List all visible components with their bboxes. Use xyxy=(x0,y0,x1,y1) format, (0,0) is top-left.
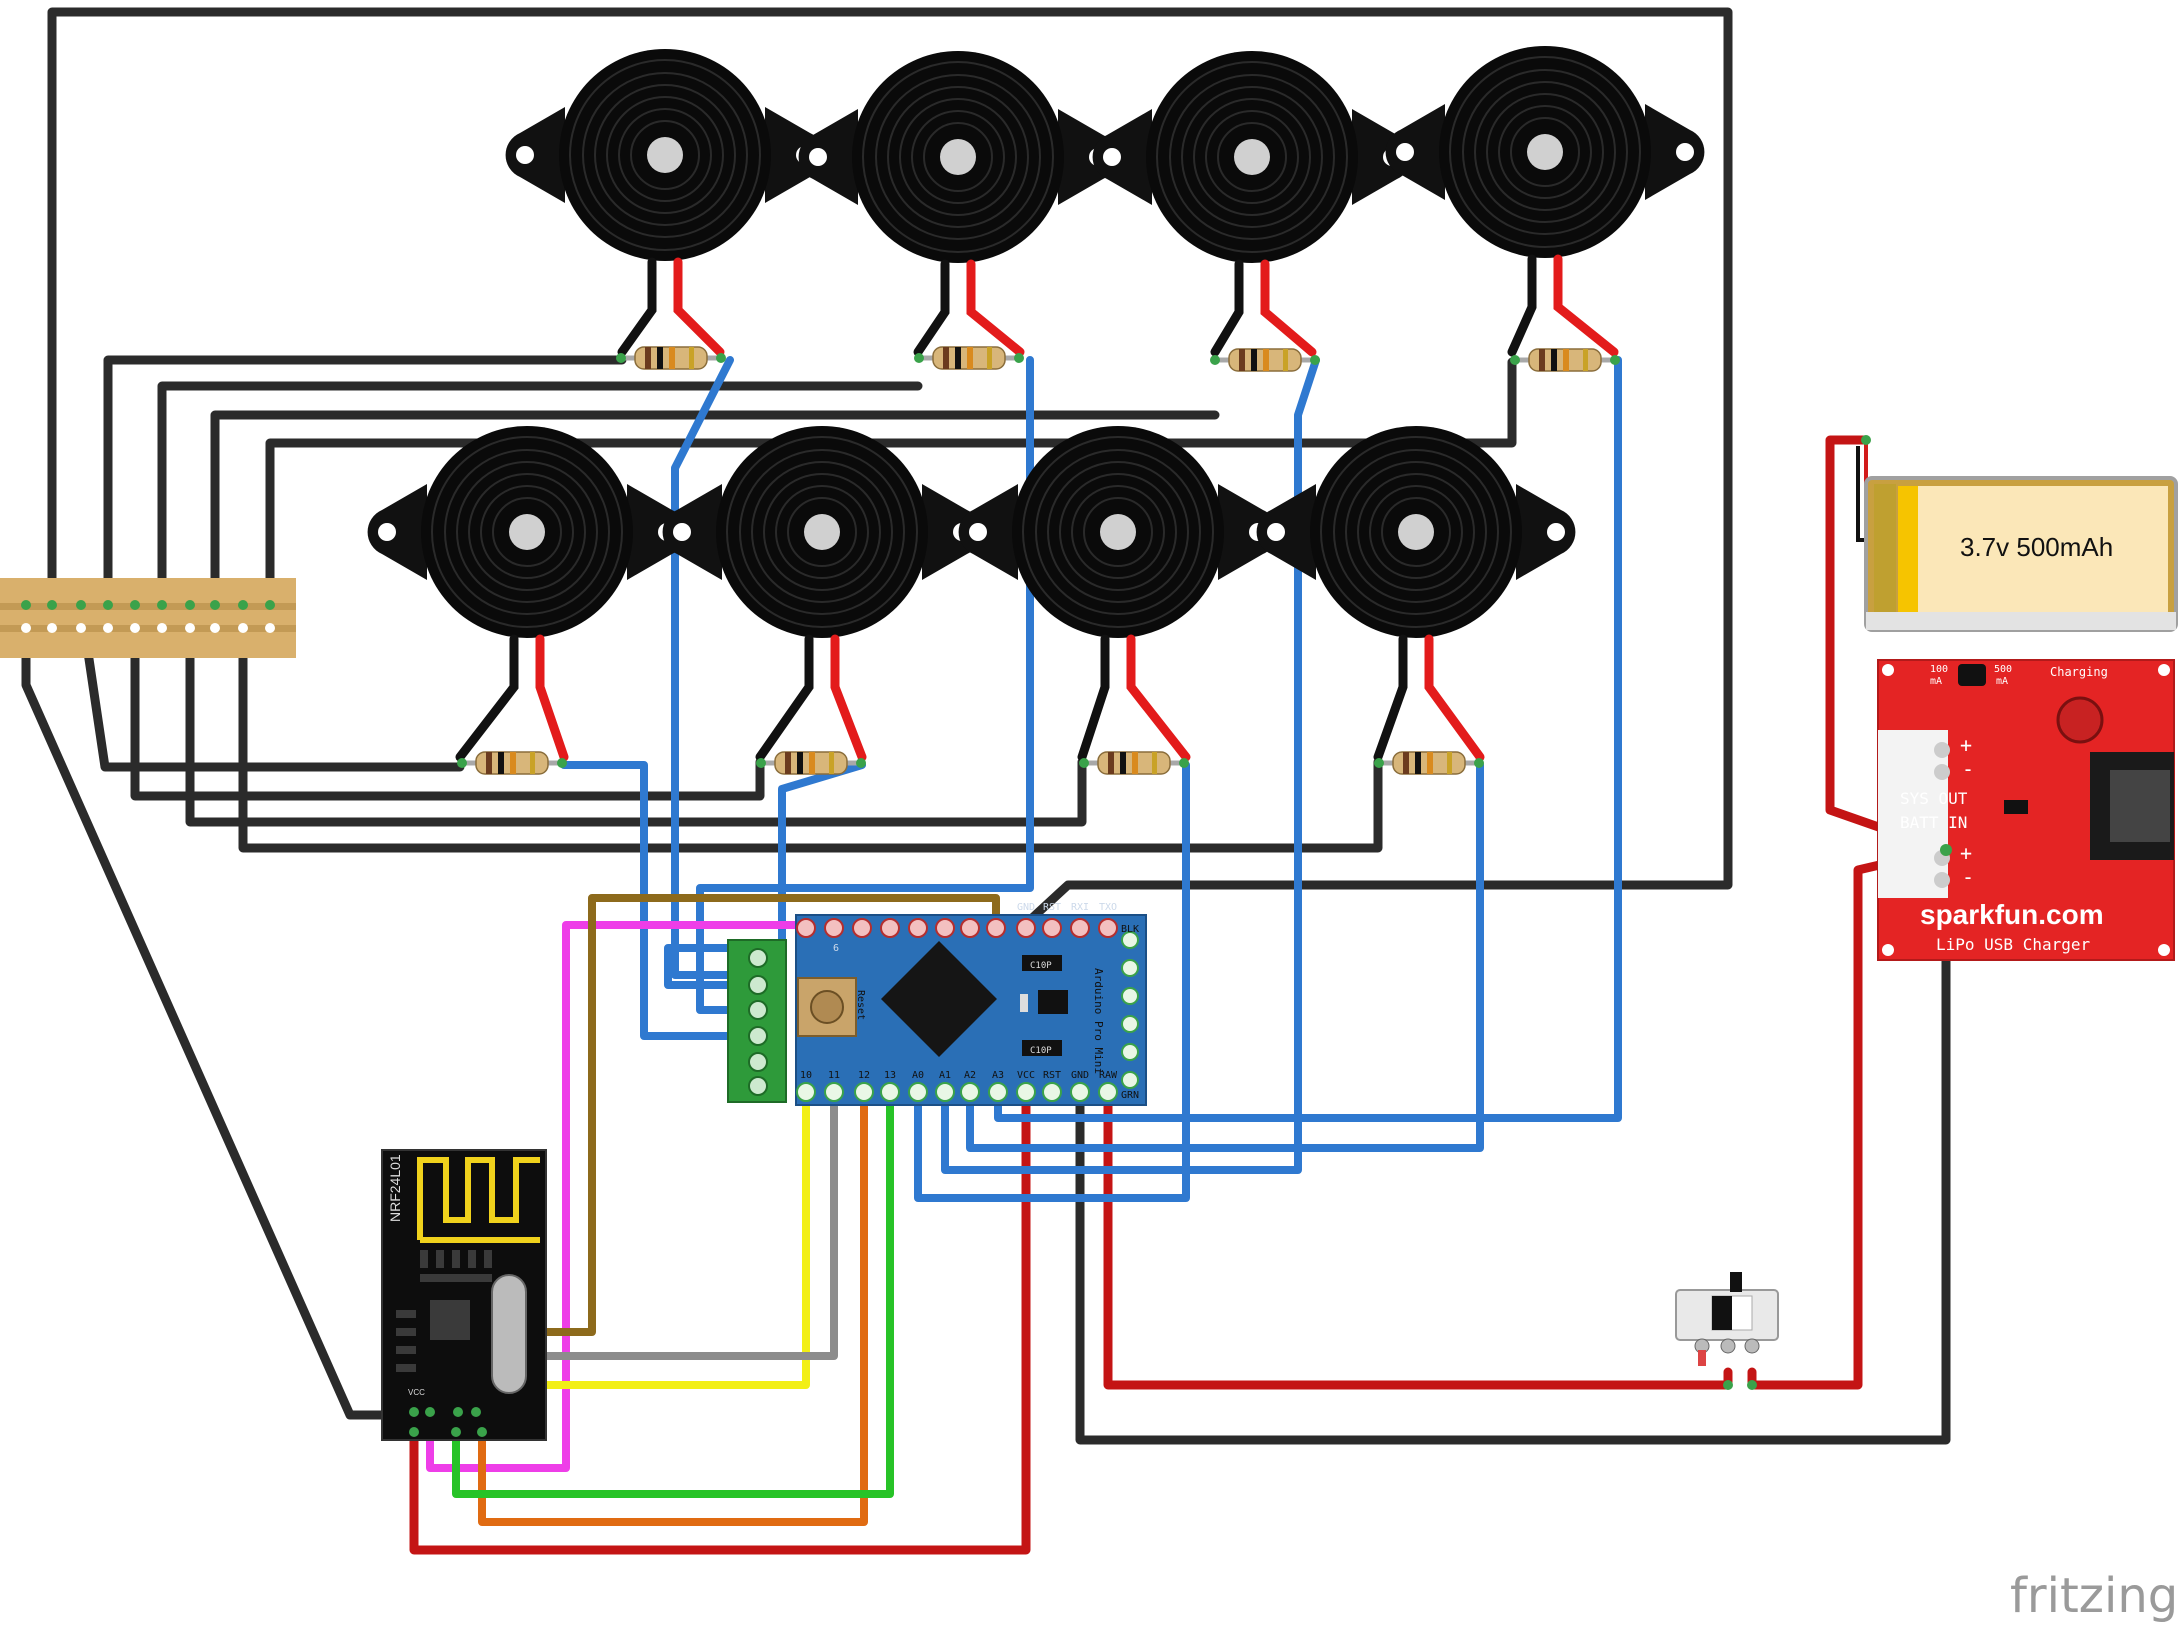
pin-label: 13 xyxy=(884,1070,896,1081)
product-label: LiPo USB Charger xyxy=(1936,935,2090,954)
plus-label: + xyxy=(1960,841,1972,865)
buzzer-leads xyxy=(455,254,1619,762)
charging-label: Charging xyxy=(2050,665,2108,679)
cap-label: C10P xyxy=(1030,961,1052,971)
pin-label: RXI xyxy=(1071,902,1089,913)
battery-label: 3.7v 500mAh xyxy=(1960,532,2113,562)
pin-label: VCC xyxy=(1017,1070,1035,1081)
plus-label: + xyxy=(1960,733,1972,757)
sys-out-label: SYS OUT xyxy=(1900,789,1968,808)
pin-label: 11 xyxy=(828,1070,840,1081)
pin-label: A1 xyxy=(939,1070,951,1081)
pin-label: 12 xyxy=(858,1070,870,1081)
pin-label: A2 xyxy=(964,1070,976,1081)
slide-switch xyxy=(1675,1272,1779,1366)
reset-label: Reset xyxy=(855,990,866,1020)
current-unit: mA xyxy=(1996,676,2008,687)
pin-label: RST xyxy=(1043,902,1061,913)
current-500: 500 xyxy=(1994,664,2012,675)
buzzer-signal-wires xyxy=(560,356,1622,1202)
batt-in-label: BATT IN xyxy=(1900,813,1967,832)
stripboard xyxy=(0,578,296,658)
radio-label: NRF24L01 xyxy=(387,1154,403,1222)
buzzer-row-2 xyxy=(366,425,1577,639)
current-unit: mA xyxy=(1930,676,1942,687)
board-name: Arduino Pro Mini xyxy=(1092,968,1105,1074)
wire-endpoints xyxy=(1723,435,1952,1390)
pin-label: RST xyxy=(1043,1070,1061,1081)
current-100: 100 xyxy=(1930,664,1948,675)
fritzing-watermark: fritzing xyxy=(2010,1568,2178,1624)
pin-label: A0 xyxy=(912,1070,924,1081)
pin-label: RAW xyxy=(1099,1070,1118,1081)
pin-label: TXO xyxy=(1099,902,1117,913)
cap-label: C10P xyxy=(1030,1046,1052,1056)
pin-label: A3 xyxy=(992,1070,1004,1081)
nrf24l01-module: NRF24L01 VCC xyxy=(381,1149,547,1441)
pin-label: 10 xyxy=(800,1070,812,1081)
pin-label: GND xyxy=(1071,1070,1089,1081)
pin-label: GRN xyxy=(1121,1090,1139,1101)
minus-label: - xyxy=(1962,865,1974,889)
brand-label: sparkfun.com xyxy=(1920,899,2104,930)
pin-label: 9 xyxy=(833,941,839,952)
lipo-battery: 3.7v 500mAh xyxy=(1856,440,2178,632)
pin-label-vcc: VCC xyxy=(408,1388,425,1397)
pin-label: GND xyxy=(1017,902,1035,913)
pin-label: BLK xyxy=(1121,924,1139,935)
screw-terminal xyxy=(727,939,787,1103)
arduino-pro-mini: 9 GND RST RXI TXO BLK GRN 10 11 12 13 A0… xyxy=(795,902,1147,1106)
lipo-charger: 100 mA 500 mA Charging SYS OUT BATT IN +… xyxy=(1877,659,2175,961)
minus-label: - xyxy=(1962,757,1974,781)
buzzer-row-1 xyxy=(504,45,1706,264)
